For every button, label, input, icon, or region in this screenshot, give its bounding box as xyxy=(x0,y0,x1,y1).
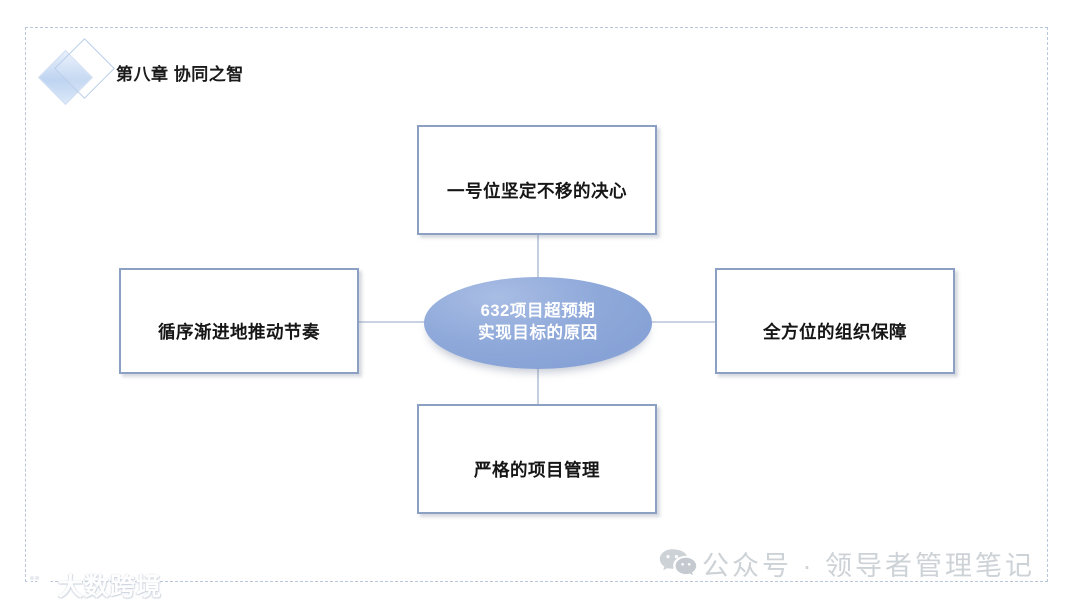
node-bottom[interactable]: 严格的项目管理 xyxy=(417,404,657,514)
node-left[interactable]: 循序渐进地推动节奏 xyxy=(119,268,359,374)
node-top-label: 一号位坚定不移的决心 xyxy=(447,180,627,201)
node-right[interactable]: 全方位的组织保障 xyxy=(715,268,955,374)
page-title: 第八章 协同之智 xyxy=(116,64,244,84)
slide-frame xyxy=(25,27,1048,582)
brand-mark-icon xyxy=(12,571,51,595)
wechat-watermark-text: 公众号 · 领导者管理笔记 xyxy=(702,550,1035,581)
slide-header: 第八章 协同之智 xyxy=(37,38,460,106)
node-bottom-label: 严格的项目管理 xyxy=(474,459,600,480)
node-center-label-line-2: 实现目标的原因 xyxy=(478,324,598,342)
brand-watermark-text: 大数跨境 xyxy=(58,573,163,601)
wechat-watermark: 公众号 · 领导者管理笔记 xyxy=(658,541,1035,585)
brand-watermark: 大数跨境 xyxy=(12,566,162,604)
node-right-label: 全方位的组织保障 xyxy=(763,321,907,342)
node-center-ellipse[interactable]: 632项目超预期 实现目标的原因 xyxy=(424,277,652,369)
node-center-label-line-1: 632项目超预期 xyxy=(480,302,596,321)
wechat-icon xyxy=(659,549,697,576)
node-left-label: 循序渐进地推动节奏 xyxy=(158,321,320,342)
node-top[interactable]: 一号位坚定不移的决心 xyxy=(417,125,657,235)
